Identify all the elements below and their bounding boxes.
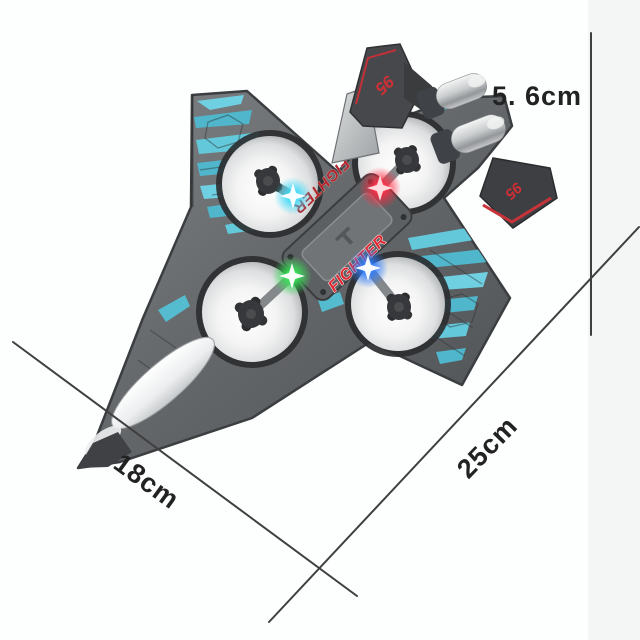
- dimension-line-width: [12, 341, 358, 597]
- led-glow-green: [272, 256, 312, 296]
- camo-patch: [318, 292, 344, 312]
- led-lights: [272, 167, 401, 296]
- camo-patch: [436, 348, 466, 364]
- rotor-hubs: [234, 145, 421, 332]
- rotor-hub: [254, 165, 283, 196]
- rotor-hub: [393, 145, 421, 175]
- right-stabilator: 95: [479, 157, 558, 229]
- exhaust-cylinders: [416, 73, 506, 164]
- background-shade-band: [588, 0, 640, 640]
- camo-patch: [194, 110, 252, 128]
- screw: [320, 289, 327, 296]
- height-dimension-label: 5. 6cm: [492, 81, 582, 111]
- stabilator-red-stripe: [482, 196, 552, 224]
- camo-patch: [158, 295, 190, 322]
- rc-jet-drone: FIGHTER FIGHTER: [76, 43, 558, 470]
- led-glow-blue: [348, 248, 388, 288]
- led-glow-red: [359, 167, 401, 209]
- led-glow-cyan: [274, 177, 312, 215]
- exhaust-cylinder: [416, 73, 487, 120]
- tail-fins: 95: [331, 43, 432, 164]
- rotor-hub: [234, 296, 268, 332]
- camo-patch: [197, 95, 244, 110]
- fin-red-stripe: [355, 49, 397, 105]
- rotor-hub: [386, 292, 413, 321]
- camo-patch: [408, 226, 478, 250]
- hatch-latch-bar: [340, 231, 354, 245]
- exhaust-cylinder: [430, 114, 506, 164]
- nose-tip: [78, 432, 132, 468]
- dimension-line-length: [268, 226, 640, 623]
- screw: [400, 214, 407, 221]
